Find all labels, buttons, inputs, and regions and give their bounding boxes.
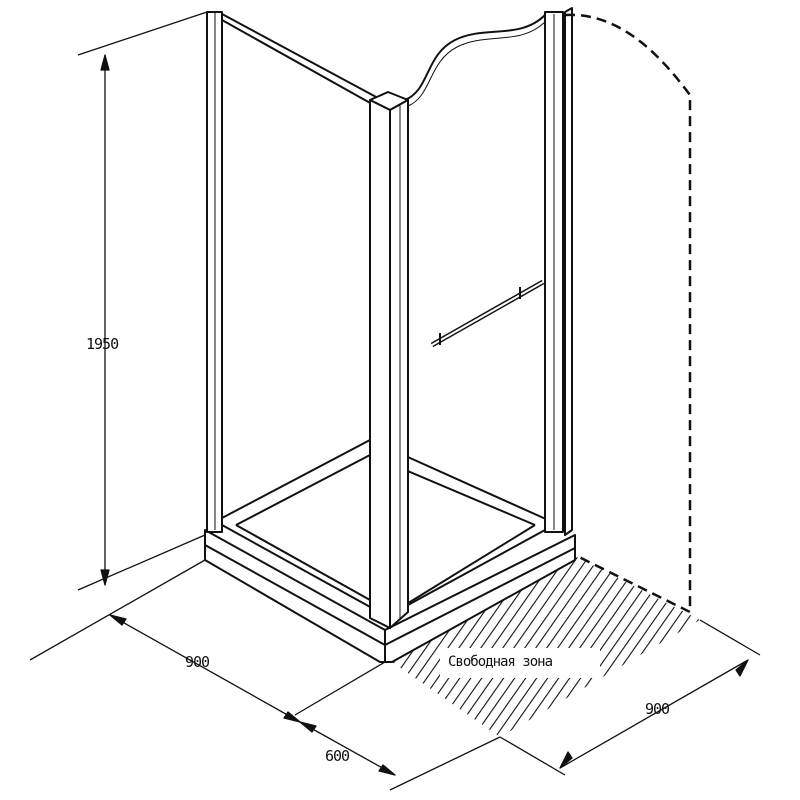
- free-zone-hatch: [392, 556, 700, 737]
- height-dimension-label: 1950: [86, 335, 119, 353]
- dimension-door-opening: [299, 721, 501, 791]
- dimension-height: [77, 11, 208, 591]
- door-swing-path: [564, 13, 692, 614]
- door-opening-dimension-label: 600: [325, 747, 350, 765]
- door-panel: [404, 7, 573, 606]
- dimension-width-left: [29, 559, 386, 723]
- door-handle-icon: [430, 279, 545, 348]
- shower-tray: [204, 439, 576, 663]
- width-left-dimension-label: 900: [185, 653, 210, 671]
- corner-post: [369, 91, 409, 629]
- free-zone-label: Свободная зона: [448, 654, 553, 670]
- dimension-width-right: [499, 619, 761, 776]
- width-right-dimension-label: 900: [645, 700, 670, 718]
- left-panel: [206, 11, 379, 609]
